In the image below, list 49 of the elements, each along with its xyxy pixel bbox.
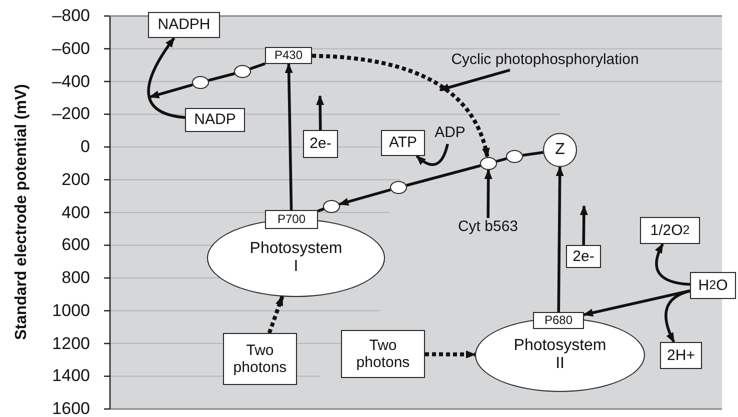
label-box: NADP — [185, 108, 245, 132]
arrow — [149, 83, 193, 98]
arrow — [664, 290, 690, 343]
arrow — [580, 205, 588, 246]
axis-tick-label: 800 — [62, 269, 90, 287]
arrow — [316, 95, 324, 130]
axis-tick-label: 1000 — [52, 302, 90, 320]
axis-tick-label: –600 — [52, 40, 90, 58]
connector-line — [406, 164, 481, 187]
connector-line — [318, 208, 324, 212]
arrow — [338, 188, 391, 206]
label-box: NADPH — [148, 12, 220, 38]
arrow — [583, 289, 690, 317]
arrow — [147, 37, 186, 119]
label-box: 2H+ — [660, 342, 702, 369]
axis-tick-label: 200 — [62, 170, 90, 189]
label-box: P680 — [533, 312, 584, 329]
axis-title: Standard electrode potential (mV) — [13, 84, 31, 340]
connector-line — [250, 62, 266, 70]
connector-line — [208, 72, 235, 82]
axis-tick-label: 0 — [80, 138, 90, 156]
annotation-text: ADP — [432, 122, 468, 144]
dotted-arrow — [312, 54, 490, 158]
annotation-text: Cyt b563 — [448, 218, 528, 236]
axis-tick-label: 400 — [62, 204, 90, 222]
axis-tick-label: –200 — [52, 105, 90, 124]
label-box: P700 — [265, 210, 318, 229]
axis-tick-label: 1600 — [52, 400, 90, 417]
label-box: Two photons — [223, 333, 297, 385]
label-box: 2e- — [566, 245, 601, 268]
label-box: ATP — [381, 130, 425, 156]
connector-line — [496, 157, 507, 163]
axis-tick-label: –800 — [52, 7, 90, 25]
axis-tick-label: 1400 — [52, 367, 90, 386]
dotted-arrow — [267, 296, 284, 334]
arrow — [284, 63, 293, 210]
label-box: P430 — [265, 47, 312, 64]
connector-line — [522, 151, 544, 157]
label-box: 2e- — [303, 130, 338, 158]
axis-tick-label: 1200 — [52, 334, 90, 352]
arrow — [484, 169, 492, 218]
label-box: Two photons — [341, 330, 425, 378]
arrow — [439, 68, 510, 92]
arrow — [556, 166, 564, 312]
axis-tick-label: –400 — [52, 72, 90, 90]
arrow — [655, 243, 690, 286]
arrow — [416, 144, 449, 166]
dotted-arrow — [424, 350, 476, 358]
axis-tick-label: 600 — [62, 236, 90, 254]
